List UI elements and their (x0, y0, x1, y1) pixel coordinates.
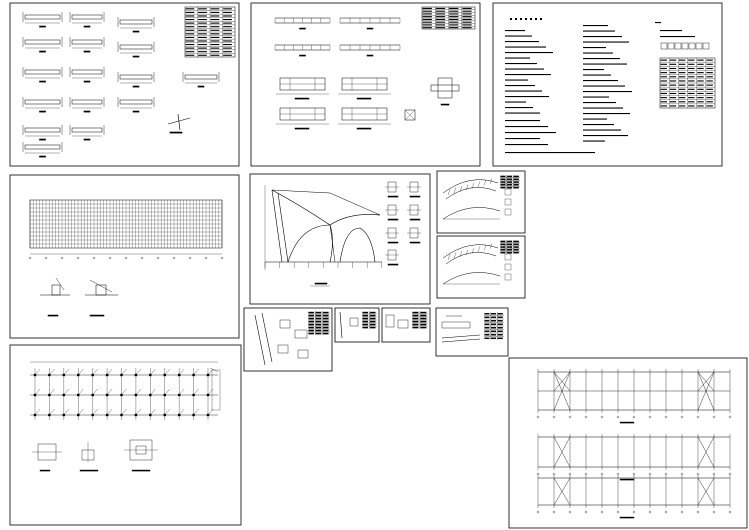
bracing-elevation (536, 369, 732, 424)
beam-detail (117, 42, 155, 58)
rafter-table (500, 240, 520, 254)
title-glyph (540, 18, 542, 20)
gutter-detail (40, 277, 70, 317)
beam-detail (117, 72, 155, 88)
beam-detail (22, 125, 63, 141)
connection-drawing (385, 314, 409, 329)
beam-detail (22, 37, 63, 53)
beam-detail (22, 142, 63, 158)
title-glyph (520, 18, 522, 20)
member-schedule-table (421, 6, 476, 30)
column-section (276, 107, 329, 130)
sheet-general-notes[interactable] (492, 2, 723, 167)
sheet-beam-details[interactable] (9, 2, 240, 167)
beam-detail (22, 12, 63, 28)
arched-rafter (442, 243, 512, 285)
beam-detail (69, 97, 105, 113)
sheet-portal-frame-elevation[interactable] (249, 173, 431, 305)
truss-elevation (339, 44, 401, 57)
notes-table (659, 57, 716, 109)
beam-schedule-table (184, 6, 236, 58)
beam-detail (22, 97, 63, 113)
beam-detail (69, 12, 105, 28)
column-section (338, 107, 391, 130)
arched-rafter (442, 178, 512, 220)
truss-elevation (274, 17, 331, 30)
beam-detail (117, 17, 155, 33)
bracing-elevation (536, 434, 732, 481)
title-glyph (515, 18, 517, 20)
sheet-base-plate-detail[interactable] (435, 307, 509, 357)
sheet-connection-detail-2[interactable] (334, 307, 380, 343)
column-section (276, 77, 329, 100)
truss-elevation (339, 17, 401, 30)
base-plate-drawing (441, 315, 481, 343)
bolt-detail (404, 109, 416, 121)
title-glyph (510, 18, 512, 20)
sheet-arched-rafter-a[interactable] (436, 170, 526, 234)
footing-detail (32, 443, 62, 472)
pedestal-detail (124, 439, 158, 472)
sheet-connection-detail-3[interactable] (381, 307, 431, 343)
beam-detail (117, 97, 155, 113)
connection-drawing (339, 311, 359, 339)
connection-table (412, 311, 428, 329)
joint-detail (407, 204, 421, 221)
connection-table (308, 311, 330, 335)
column-grid (30, 361, 221, 420)
joint-detail (407, 227, 421, 244)
ridge-detail (85, 279, 118, 317)
joint-detail (385, 227, 399, 244)
sheet-arched-rafter-b[interactable] (436, 235, 526, 299)
section-marker (167, 113, 191, 134)
sheet-truss-elevations[interactable] (250, 2, 481, 167)
joint-detail (407, 181, 421, 198)
sheet-roof-framing-plan[interactable] (9, 174, 240, 339)
truss-elevation (274, 44, 331, 57)
portal-frame (264, 185, 382, 287)
rafter-table (500, 175, 520, 189)
joint-detail (385, 181, 399, 198)
plate-detail (430, 77, 460, 106)
title-glyph (535, 18, 537, 20)
sheet-connection-detail-1[interactable] (243, 307, 333, 372)
joint-detail (385, 204, 399, 221)
sheet-bracing-elevations[interactable] (508, 357, 748, 529)
joint-detail (385, 249, 399, 266)
anchor-bolt-detail (79, 442, 99, 472)
base-plate-table (484, 312, 504, 340)
title-glyph (530, 18, 532, 20)
beam-detail (69, 125, 105, 141)
sheet-column-grid-plan[interactable] (9, 344, 242, 526)
column-section (338, 77, 391, 100)
title-glyph (525, 18, 527, 20)
beam-detail (69, 67, 105, 83)
beam-detail (22, 67, 63, 83)
connection-drawing (254, 312, 309, 366)
bracing-elevation (536, 475, 732, 519)
beam-detail (69, 37, 105, 53)
beam-detail (182, 72, 220, 88)
connection-table (362, 311, 377, 329)
